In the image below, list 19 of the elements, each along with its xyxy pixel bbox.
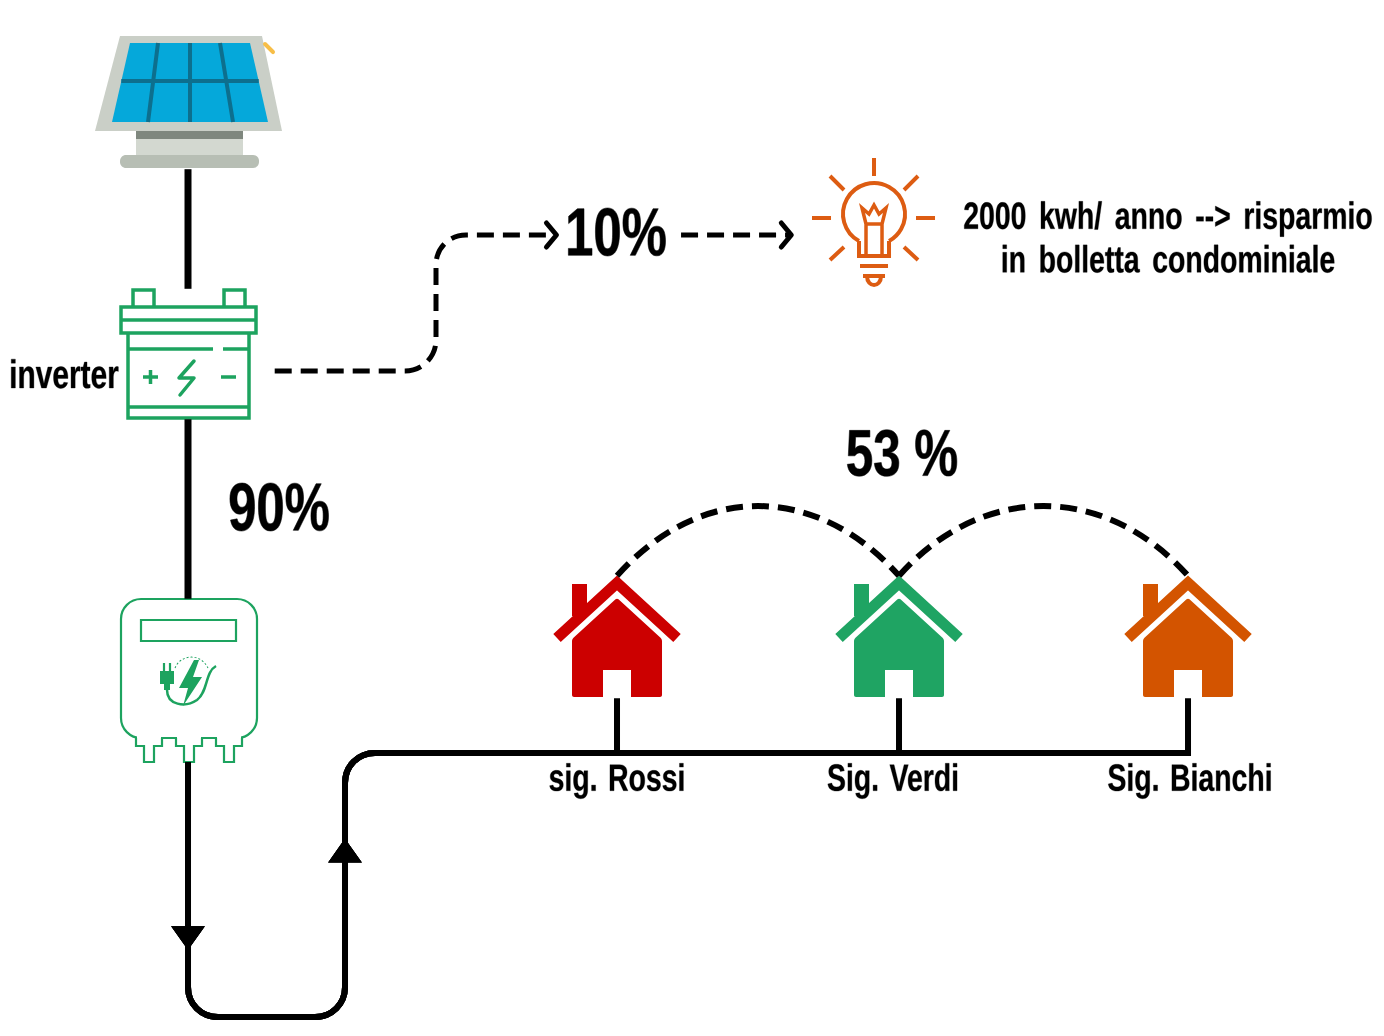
solar-panel xyxy=(95,36,282,168)
node-label: 2000 kwh/ anno --> risparmio in bolletta condominiale xyxy=(964,201,1372,273)
dashed-arrow xyxy=(274,220,559,374)
dashed-line xyxy=(614,503,902,578)
electric-meter-icon xyxy=(119,597,259,764)
node-label: sig. Rossi xyxy=(549,763,684,799)
node-label: Sig. Verdi xyxy=(827,763,958,799)
house-icon xyxy=(835,575,963,698)
node-label: inverter xyxy=(11,359,119,389)
light-bulb-icon xyxy=(810,156,937,287)
node-label: Sig. Bianchi xyxy=(1108,763,1271,799)
percentage-label: 53 % xyxy=(847,429,957,477)
percentage-label: 10% xyxy=(568,208,666,256)
dashed-line xyxy=(896,503,1191,578)
edge-label: 90% xyxy=(229,483,329,531)
house-icon xyxy=(1124,575,1252,698)
house-icon xyxy=(553,575,681,698)
dashed-arrow xyxy=(681,220,794,250)
battery-icon xyxy=(119,288,258,420)
